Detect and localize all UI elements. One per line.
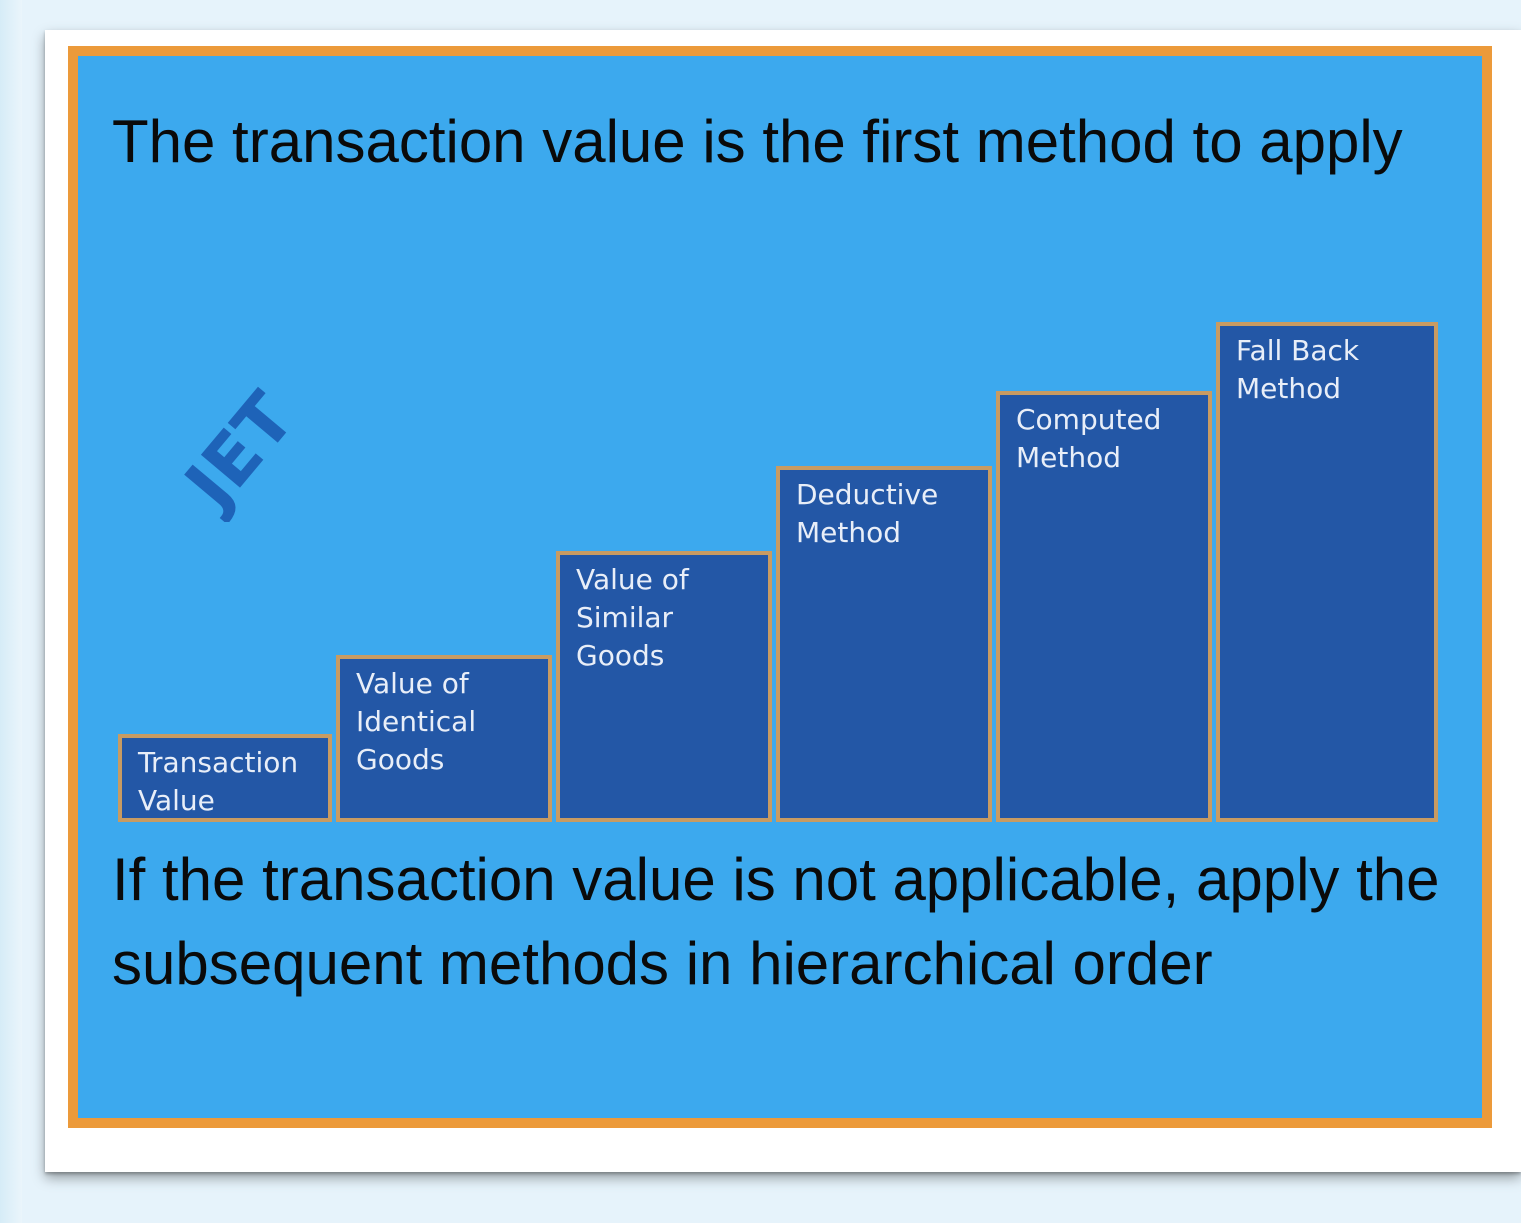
step-computed-method: Computed Method: [996, 391, 1212, 822]
background-strip: [0, 0, 22, 1223]
jet-logo: JET: [168, 377, 298, 522]
step-label: Deductive Method: [796, 478, 939, 549]
step-value-of-similar-goods: Value of Similar Goods: [556, 551, 772, 822]
step-transaction-value: Transaction Value: [118, 734, 332, 822]
step-label: Value of Similar Goods: [576, 563, 689, 672]
slide-footer-text: If the transaction value is not applicab…: [112, 846, 1440, 997]
jet-logo-text: JET: [168, 377, 298, 522]
step-deductive-method: Deductive Method: [776, 466, 992, 822]
step-label: Value of Identical Goods: [356, 667, 477, 776]
slide-title: The transaction value is the first metho…: [112, 108, 1403, 175]
step-label: Fall Back Method: [1236, 334, 1360, 405]
step-label: Computed Method: [1016, 403, 1162, 474]
step-value-of-identical-goods: Value of Identical Goods: [336, 655, 552, 822]
step-label: Transaction Value: [138, 746, 299, 817]
step-fall-back-method: Fall Back Method: [1216, 322, 1438, 822]
